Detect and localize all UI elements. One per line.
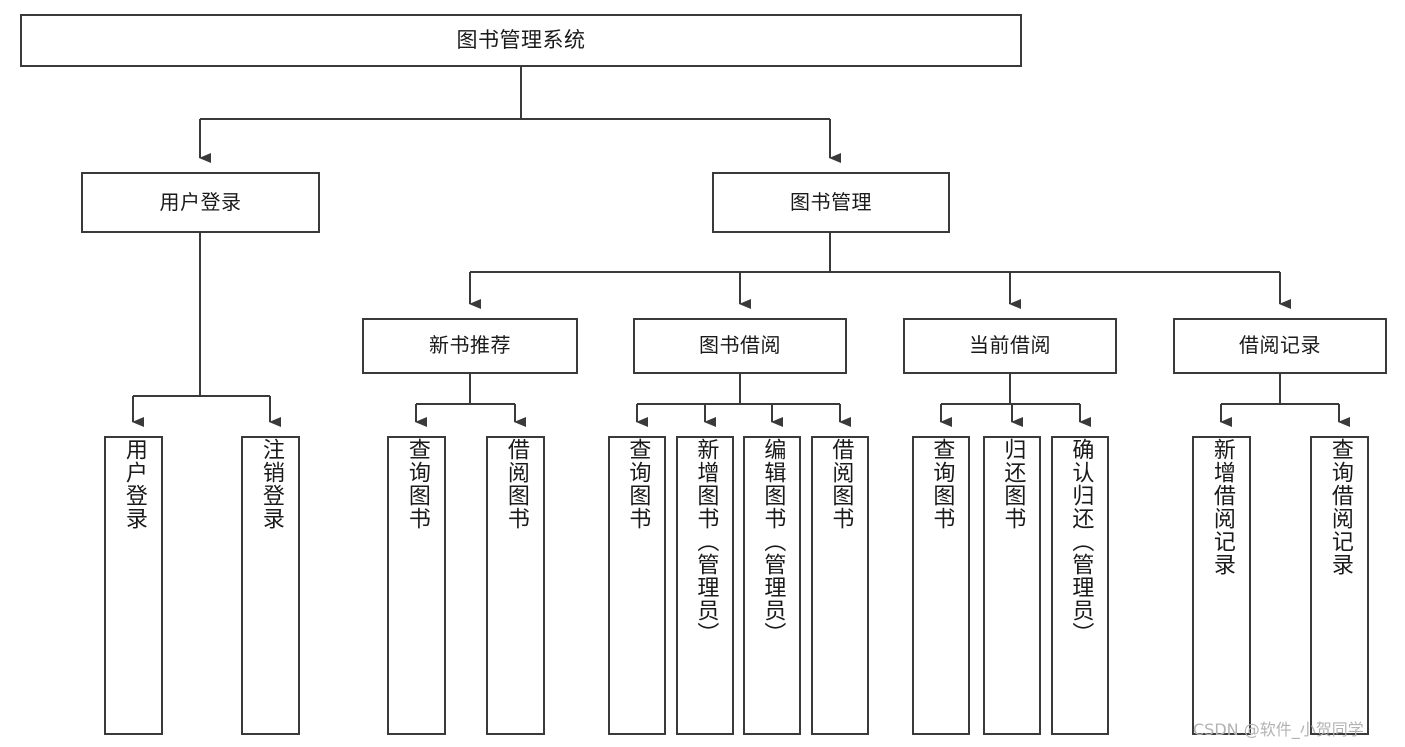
node-new-book-recommend[interactable]: 新书推荐 — [362, 318, 578, 374]
leaf-query-books-recommend-label: 查询图书 — [404, 438, 430, 530]
leaf-query-borrow-record[interactable]: 查询借阅记录 — [1310, 436, 1369, 735]
node-borrow-records[interactable]: 借阅记录 — [1173, 318, 1387, 374]
node-book-management-label: 图书管理 — [790, 189, 872, 214]
leaf-query-books-current-label: 查询图书 — [929, 438, 955, 530]
node-root[interactable]: 图书管理系统 — [20, 14, 1022, 67]
leaf-lend-book-label: 借阅图书 — [828, 438, 854, 530]
node-book-management[interactable]: 图书管理 — [712, 172, 950, 233]
leaf-user-login-label: 用户登录 — [121, 438, 147, 530]
leaf-query-books-recommend[interactable]: 查询图书 — [387, 436, 446, 735]
leaf-edit-book-admin-label: 编辑图书（管理员） — [760, 438, 786, 645]
leaf-edit-book-admin[interactable]: 编辑图书（管理员） — [743, 436, 801, 735]
leaf-query-books-current[interactable]: 查询图书 — [912, 436, 970, 735]
node-user-login-label: 用户登录 — [159, 189, 242, 214]
node-book-borrow-label: 图书借阅 — [699, 333, 781, 358]
node-new-book-recommend-label: 新书推荐 — [429, 333, 511, 358]
leaf-confirm-return-admin[interactable]: 确认归还（管理员） — [1051, 436, 1109, 735]
leaf-user-login[interactable]: 用户登录 — [104, 436, 163, 735]
leaf-add-book-admin[interactable]: 新增图书（管理员） — [676, 436, 734, 735]
node-root-label: 图书管理系统 — [456, 28, 586, 53]
leaf-return-book-label: 归还图书 — [1000, 438, 1026, 530]
leaf-add-borrow-record[interactable]: 新增借阅记录 — [1192, 436, 1251, 735]
leaf-return-book[interactable]: 归还图书 — [983, 436, 1041, 735]
leaf-lend-book[interactable]: 借阅图书 — [811, 436, 869, 735]
node-user-login[interactable]: 用户登录 — [81, 172, 320, 233]
node-current-borrow-label: 当前借阅 — [969, 333, 1051, 358]
leaf-confirm-return-admin-label: 确认归还（管理员） — [1068, 438, 1094, 645]
leaf-borrow-books-recommend[interactable]: 借阅图书 — [486, 436, 545, 735]
leaf-borrow-books-recommend-label: 借阅图书 — [503, 438, 529, 530]
leaf-query-borrow-record-label: 查询借阅记录 — [1327, 438, 1353, 576]
node-book-borrow[interactable]: 图书借阅 — [633, 318, 847, 374]
leaf-logout[interactable]: 注销登录 — [241, 436, 300, 735]
leaf-logout-label: 注销登录 — [258, 438, 284, 530]
leaf-add-borrow-record-label: 新增借阅记录 — [1209, 438, 1235, 576]
leaf-query-books-borrow-label: 查询图书 — [625, 438, 651, 530]
leaf-add-book-admin-label: 新增图书（管理员） — [693, 438, 719, 645]
node-borrow-records-label: 借阅记录 — [1239, 333, 1321, 358]
node-current-borrow[interactable]: 当前借阅 — [903, 318, 1117, 374]
leaf-query-books-borrow[interactable]: 查询图书 — [608, 436, 666, 735]
